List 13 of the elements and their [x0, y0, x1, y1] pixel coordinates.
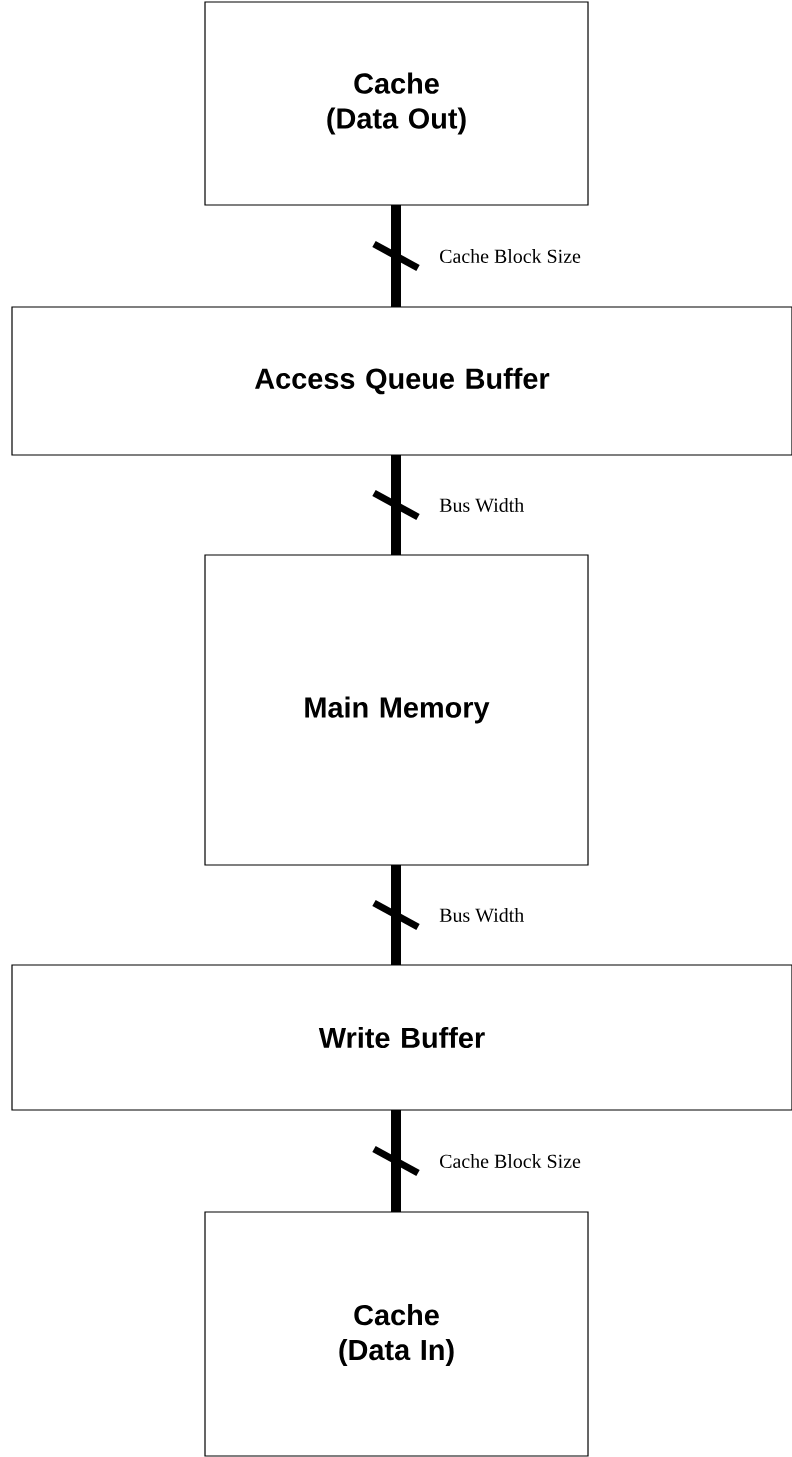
block-box: Cache (Data Out) — [204, 1, 589, 206]
bus-line — [391, 865, 401, 965]
block-box: Cache (Data In) — [204, 1211, 589, 1457]
bus-line — [391, 1110, 401, 1212]
block-box: Main Memory — [204, 554, 589, 866]
edge-label: Cache Block Size — [440, 249, 581, 263]
edge-label: Bus Width — [439, 497, 524, 513]
bus-line — [391, 205, 401, 307]
bus-line — [391, 455, 401, 555]
block-box: Access Queue Buffer — [11, 306, 792, 456]
edge-label: Cache Block Size — [440, 1154, 581, 1168]
edge-label: Bus Width — [439, 907, 524, 923]
block-box: Write Buffer — [11, 964, 792, 1111]
